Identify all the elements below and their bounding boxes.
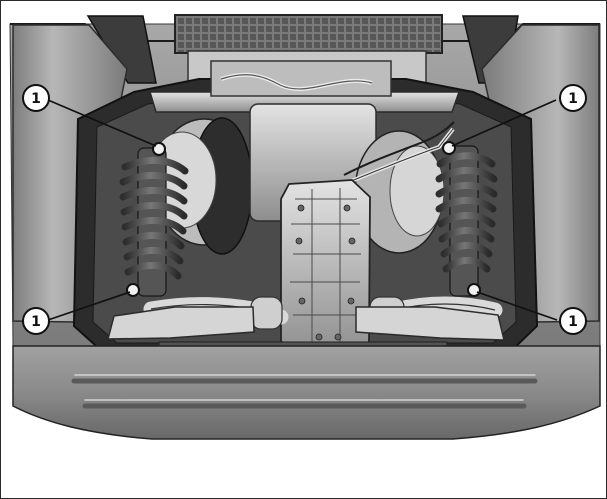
callout-top-right: 1: [559, 84, 587, 112]
callout-top-left: 1: [22, 84, 50, 112]
right-coil-spring: [435, 152, 498, 273]
left-coil-spring: [119, 156, 189, 280]
upper-wiring-shadow: [220, 74, 373, 90]
left-lower-arm: [107, 306, 255, 340]
svg-text:1: 1: [31, 91, 41, 107]
right-cover-face: [389, 145, 445, 237]
svg-text:1: 1: [568, 91, 578, 107]
bumper-highlight: [74, 374, 536, 401]
callout-bottom-left: 1: [22, 307, 50, 335]
callout-leader-lines: [47, 99, 558, 321]
rear-grille: [174, 14, 443, 54]
transmission-bolts: [295, 204, 356, 341]
throttle-cable: [343, 121, 455, 176]
svg-text:1: 1: [31, 314, 41, 330]
linkage-rod-outline: [348, 128, 454, 183]
left-cv-boot: [250, 296, 283, 330]
right-upper-shock-bolt: [442, 141, 456, 155]
callout-bottom-right: 1: [559, 307, 587, 335]
svg-text:1: 1: [568, 314, 578, 330]
right-lower-shock-bolt: [467, 283, 481, 297]
left-lower-shock-bolt: [126, 283, 140, 297]
transmission-ribs: [290, 188, 361, 350]
right-lower-arm: [355, 306, 505, 341]
rear-bumper: [12, 345, 601, 440]
